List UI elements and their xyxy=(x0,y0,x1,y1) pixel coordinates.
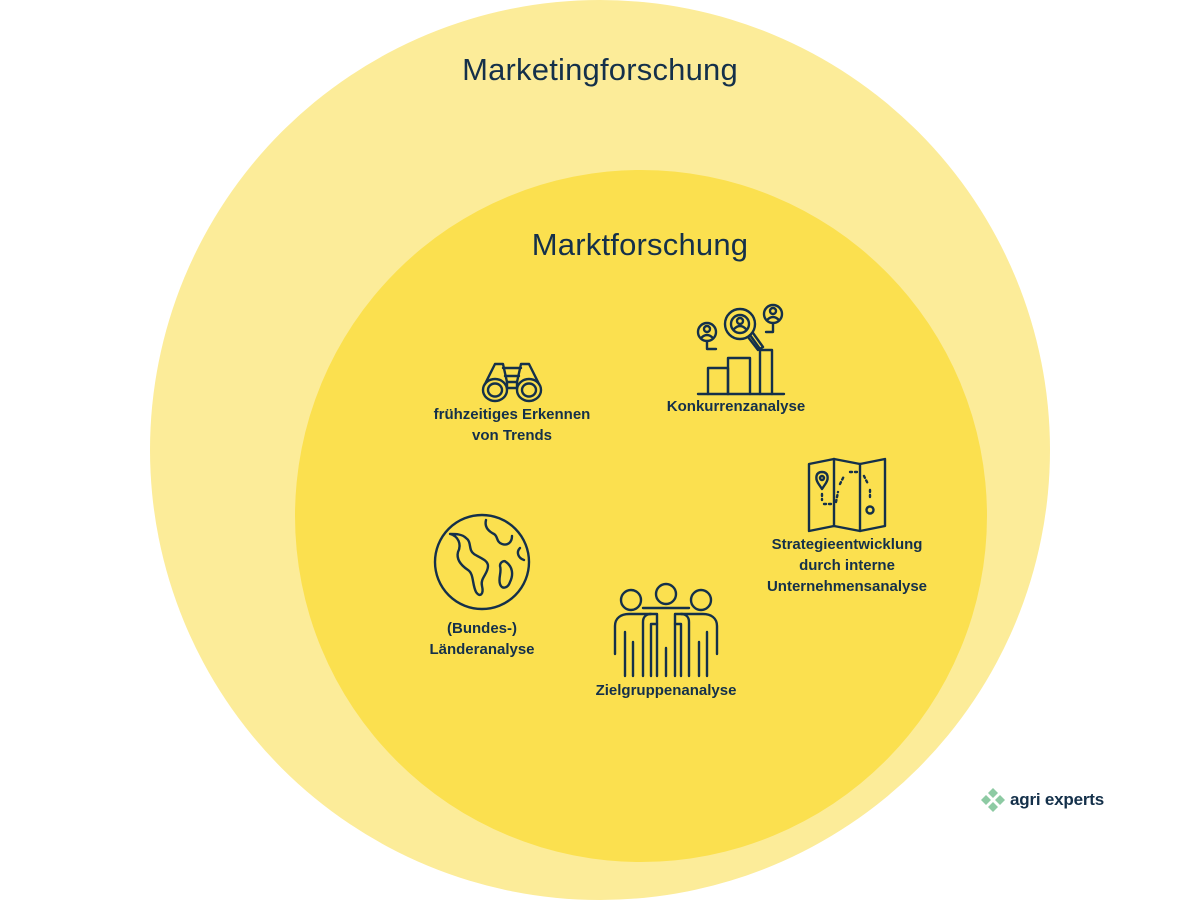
strategy-map-icon xyxy=(742,456,952,534)
outer-circle-title: Marketingforschung xyxy=(462,52,738,87)
competitor-analysis-icon xyxy=(636,302,836,396)
item-label: Strategieentwicklung durch interne Unter… xyxy=(766,536,928,595)
binoculars-icon xyxy=(412,358,612,404)
logo-text: agri experts xyxy=(1010,790,1104,809)
item-trends: frühzeitiges Erkennen von Trends xyxy=(412,358,612,446)
item-label: frühzeitiges Erkennen von Trends xyxy=(433,406,591,444)
agri-experts-logo: agri experts xyxy=(980,787,1104,813)
item-label: Zielgruppenanalyse xyxy=(595,682,737,699)
item-laenderanalyse: (Bundes-) Länderanalyse xyxy=(382,512,582,660)
target-group-icon xyxy=(566,580,766,680)
diamond-cluster-icon xyxy=(981,788,1005,812)
item-zielgruppenanalyse: Zielgruppenanalyse xyxy=(566,580,766,701)
marktforschung-circle xyxy=(295,170,987,862)
item-konkurrenzanalyse: Konkurrenzanalyse xyxy=(636,302,836,417)
inner-circle-title: Marktforschung xyxy=(531,227,749,262)
globe-icon xyxy=(382,512,582,612)
item-label: Konkurrenzanalyse xyxy=(666,398,806,415)
item-label: (Bundes-) Länderanalyse xyxy=(429,620,535,658)
item-strategieentwicklung: Strategieentwicklung durch interne Unter… xyxy=(742,456,952,597)
